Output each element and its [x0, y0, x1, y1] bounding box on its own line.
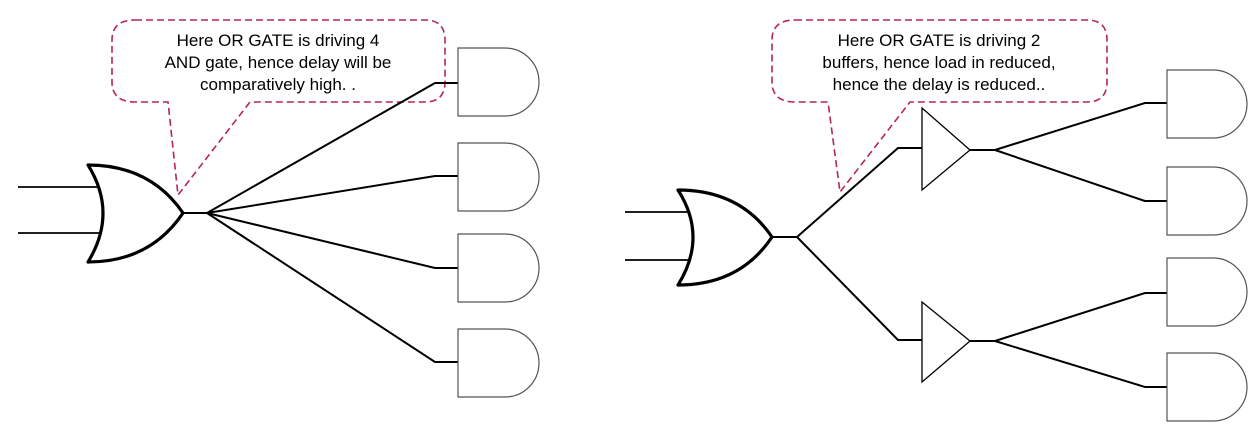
right-diagram [625, 19, 1248, 422]
right-buffer-2 [921, 300, 972, 384]
left-diagram [18, 19, 540, 398]
left-callout-line-3: comparatively high. . [200, 75, 356, 94]
right-fanout-wire-2 [994, 149, 1167, 202]
left-callout-line-2: AND gate, hence delay will be [164, 53, 392, 72]
right-and-gate-2 [1166, 166, 1248, 236]
left-and-gate-1 [457, 47, 540, 117]
right-callout-text: Here OR GATE is driving 2 buffers, hence… [778, 30, 1100, 96]
right-fanout-wire-3 [994, 292, 1167, 342]
left-callout-bubble [111, 19, 446, 198]
right-callout-line-1: Here OR GATE is driving 2 [837, 31, 1041, 50]
left-and-gate-4 [457, 328, 540, 398]
left-fanout-wire-1 [206, 82, 458, 214]
left-fanout-wire-4 [206, 212, 458, 363]
right-buffer-1 [921, 106, 972, 192]
left-fanout-wire-2 [206, 175, 458, 214]
right-fanout-wire-1 [994, 102, 1167, 151]
right-callout-line-2: buffers, hence load in reduced, [822, 53, 1056, 72]
left-fanout-wire-3 [206, 212, 458, 269]
right-and-gate-4 [1166, 352, 1248, 422]
left-callout-line-1: Here OR GATE is driving 4 [176, 31, 380, 50]
right-callout-bubble [771, 19, 1108, 194]
left-and-gate-3 [457, 233, 540, 303]
right-buffer-wire-1 [796, 147, 922, 238]
left-callout-text: Here OR GATE is driving 4 AND gate, henc… [118, 30, 438, 96]
left-and-gate-2 [457, 142, 540, 212]
right-callout-line-3: hence the delay is reduced.. [832, 75, 1046, 94]
right-or-gate [676, 188, 774, 287]
left-or-gate [86, 163, 185, 264]
right-buffer-wire-2 [796, 236, 922, 341]
right-and-gate-1 [1166, 69, 1248, 139]
right-fanout-wire-4 [994, 340, 1167, 388]
right-and-gate-3 [1166, 257, 1248, 327]
